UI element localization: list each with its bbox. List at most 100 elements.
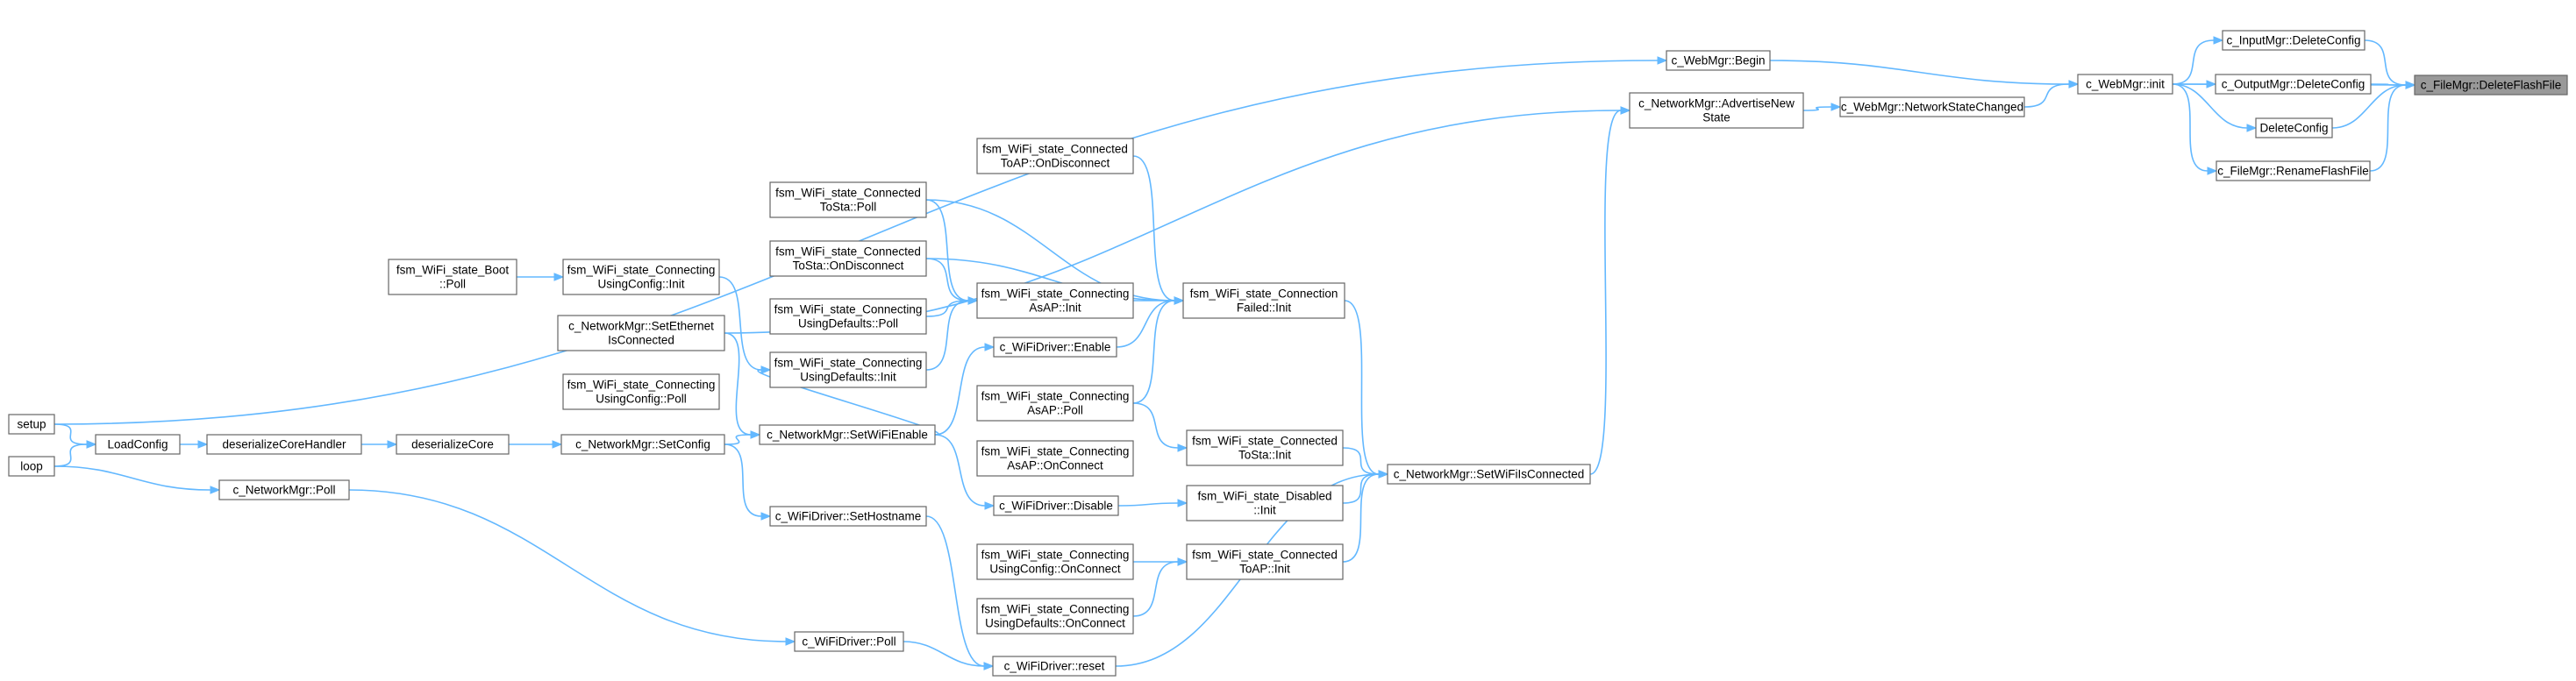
edge-line [1132,300,1175,404]
node-label: c_OutputMgr::DeleteConfig [2222,78,2365,91]
node-box [2216,160,2371,181]
node-deserializecore[interactable]: deserializeCore [396,434,510,455]
edge-line [1116,300,1175,348]
edge-usingconfig-init-to-usingdefaults-init [718,276,772,374]
edge-connectedtoap-init-to-networkmgr-setwifiisconnected [1342,470,1389,563]
node-box [2255,117,2333,138]
edge-line [925,300,969,371]
node-box [1186,485,1344,521]
node-box [2077,74,2173,95]
node-wifidriver-reset[interactable]: c_WiFiDriver::reset [992,656,1117,677]
node-connectedtoap-ondisconnect[interactable]: fsm_WiFi_state_ConnectedToAP::OnDisconne… [976,138,1134,174]
node-usingconfig-init[interactable]: fsm_WiFi_state_ConnectingUsingConfig::In… [562,259,720,295]
node-connectedtosta-ondisconnect[interactable]: fsm_WiFi_state_ConnectedToSta::OnDisconn… [769,240,927,277]
node-webmgr-init[interactable]: c_WebMgr::init [2077,74,2173,95]
node-wifidriver-poll[interactable]: c_WiFiDriver::Poll [794,631,904,652]
edge-arrowhead [785,637,796,646]
node-label: c_WebMgr::Begin [1671,54,1765,67]
node-label: fsm_WiFi_state_Connecting [981,390,1130,403]
node-label: fsm_WiFi_state_Disabled [1197,490,1331,503]
node-box [976,282,1134,319]
node-box [993,495,1119,516]
node-usingdefaults-onconnect[interactable]: fsm_WiFi_state_ConnectingUsingDefaults::… [976,598,1134,635]
node-label: ToAP::OnDisconnect [1001,157,1110,170]
node-label: fsm_WiFi_state_Connected [1192,549,1338,562]
node-label: fsm_WiFi_state_Connecting [774,357,923,370]
node-label: c_WebMgr::NetworkStateChanged [1841,101,2023,114]
edge-line [1132,402,1179,449]
edge-line [2331,84,2407,129]
node-box [976,385,1134,422]
node-loadconfig[interactable]: LoadConfig [95,434,181,455]
node-box [8,456,55,477]
node-networkmgr-setwifiisconnected[interactable]: c_NetworkMgr::SetWiFiIsConnected [1387,464,1591,485]
edge-arrowhead [1177,499,1188,507]
edge-networkmgr-setwifienable-to-wifidriver-disable [934,434,995,510]
edge-connectionfailed-init-to-networkmgr-setwifiisconnected [1344,300,1389,479]
edge-usingdefaults-onconnect-to-connectedtoap-init [1132,557,1188,617]
node-box [562,259,720,295]
node-setup[interactable]: setup [8,414,55,435]
edge-line [925,258,1175,301]
node-label: c_NetworkMgr::SetEthernet [568,320,714,333]
node-outputmgr-deleteconfig[interactable]: c_OutputMgr::DeleteConfig [2215,74,2372,95]
node-box [769,181,927,218]
edge-webmgr-init-to-inputmgr-deleteconfig [2172,36,2224,85]
node-box [976,440,1134,477]
edge-arrowhead [1657,56,1668,65]
node-label: UsingDefaults::Init [800,371,896,384]
node-loop[interactable]: loop [8,456,55,477]
edge-line [925,199,1175,301]
edge-loadconfig-to-deserializecorehandler [179,440,209,449]
node-label: c_NetworkMgr::SetConfig [575,438,710,451]
edge-networkmgr-setwifienable-to-wifidriver-enable [934,343,995,436]
node-box [976,543,1134,580]
node-label: fsm_WiFi_state_Connected [982,143,1128,156]
node-inputmgr-deleteconfig[interactable]: c_InputMgr::DeleteConfig [2222,30,2365,51]
node-usingdefaults-poll[interactable]: fsm_WiFi_state_ConnectingUsingDefaults::… [769,298,927,335]
node-box [218,479,350,500]
edge-webmgr-init-to-renameflashfile [2172,83,2218,175]
node-deleteconfig[interactable]: DeleteConfig [2255,117,2333,138]
node-label: UsingDefaults::OnConnect [985,617,1125,630]
node-networkmgr-poll[interactable]: c_NetworkMgr::Poll [218,479,350,500]
node-label: AsAP::OnConnect [1007,459,1103,472]
node-webmgr-begin[interactable]: c_WebMgr::Begin [1666,50,1771,71]
node-wifidriver-enable[interactable]: c_WiFiDriver::Enable [993,337,1117,358]
edge-arrowhead [1177,557,1188,566]
node-wifidriver-sethostname[interactable]: c_WiFiDriver::SetHostname [769,506,927,527]
node-label: c_WebMgr::init [2086,78,2165,91]
edge-arrowhead [1830,103,1842,111]
edge-networkmgr-setethernetisconnected-to-networkmgr-setwifienable [724,332,761,439]
edge-line [1342,473,1380,563]
node-networkmgr-setconfig[interactable]: c_NetworkMgr::SetConfig [560,434,725,455]
edge-line [1802,106,1832,111]
node-box [794,631,904,652]
node-networkmgr-setwifienable[interactable]: c_NetworkMgr::SetWiFiEnable [759,424,936,445]
node-deserializecorehandler[interactable]: deserializeCoreHandler [206,434,362,455]
node-usingdefaults-init[interactable]: fsm_WiFi_state_ConnectingUsingDefaults::… [769,351,927,388]
node-boot-poll[interactable]: fsm_WiFi_state_Boot::Poll [388,259,517,295]
node-renameflashfile[interactable]: c_FileMgr::RenameFlashFile [2216,160,2371,181]
edge-line [925,199,969,301]
node-box [1629,92,1804,129]
edge-line [54,443,88,467]
node-box [993,337,1117,358]
node-usingconfig-poll[interactable]: fsm_WiFi_state_ConnectingUsingConfig::Po… [562,373,720,410]
node-box [388,259,517,295]
node-deleteflashfile[interactable]: c_FileMgr::DeleteFlashFile [2414,74,2568,96]
node-wifidriver-disable[interactable]: c_WiFiDriver::Disable [993,495,1119,516]
node-usingconfig-onconnect[interactable]: fsm_WiFi_state_ConnectingUsingConfig::On… [976,543,1134,580]
edge-line [903,641,985,667]
node-disabled-init[interactable]: fsm_WiFi_state_Disabled::Init [1186,485,1344,521]
node-webmgr-networkstatechanged[interactable]: c_WebMgr::NetworkStateChanged [1839,96,2025,117]
